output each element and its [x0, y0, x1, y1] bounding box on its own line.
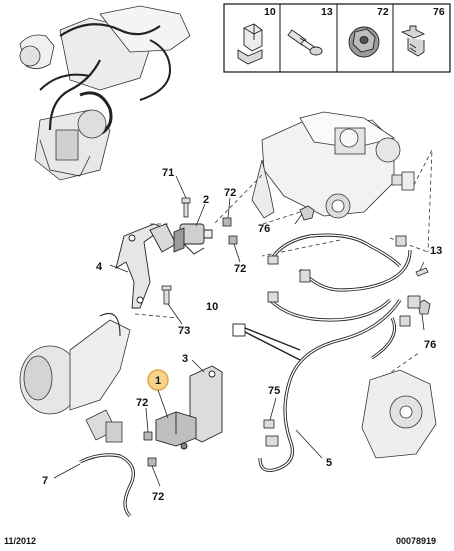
flange-nut-icon: [348, 26, 380, 58]
callout-13: 13: [430, 245, 442, 257]
clip-76-upper: [299, 205, 315, 221]
legend-label-10: 10: [264, 6, 276, 18]
connector-10: [232, 323, 301, 361]
callout-75: 75: [268, 385, 280, 397]
callout-10: 10: [206, 301, 218, 313]
nut-72-upper: [222, 217, 238, 245]
footer-reference: 00078919: [396, 536, 436, 546]
callout-labels: 71 2 72 76 4 72 10 13 73 76 3 1 75 72 5 …: [42, 167, 442, 503]
callout-71: 71: [162, 167, 174, 179]
stud-73: [161, 285, 172, 305]
nut-72-lower: [143, 431, 157, 467]
turbocharger-illustration: [19, 312, 131, 443]
callout-1: 1: [155, 375, 161, 387]
callout-7: 7: [42, 475, 48, 487]
vacuum-actuator-2: [173, 223, 213, 255]
screw-icon: [287, 29, 323, 56]
vacuum-hose-7: [79, 453, 135, 518]
callout-76-b: 76: [424, 339, 436, 351]
callout-3: 3: [182, 353, 188, 365]
callout-72-b: 72: [234, 263, 246, 275]
wiring-harness-5: [258, 233, 412, 472]
callout-72-c: 72: [136, 397, 148, 409]
callout-76-a: 76: [258, 223, 270, 235]
callout-2: 2: [203, 194, 209, 206]
parts-legend: 10 13 72 76: [223, 3, 451, 73]
clip-76-lower: [417, 299, 431, 315]
callout-73: 73: [178, 325, 190, 337]
egr-valve-assembly: [251, 111, 415, 219]
solenoid-valve-1: [155, 411, 197, 450]
callout-leaders: [53, 175, 425, 487]
callout-4: 4: [96, 261, 103, 273]
mounting-bracket: [115, 223, 177, 309]
engine-overview-illustration: [19, 5, 191, 181]
callout-5: 5: [326, 457, 332, 469]
plastic-clip-icon: [400, 25, 426, 57]
footer-date: 11/2012: [4, 536, 36, 546]
harness-connectors: [263, 235, 421, 447]
legend-label-13: 13: [321, 6, 333, 18]
connector-clip-icon: [237, 23, 263, 65]
vacuum-pump-illustration: [361, 369, 437, 459]
screw-13: [415, 267, 429, 277]
screw-71: [181, 197, 191, 218]
legend-label-72: 72: [377, 6, 389, 18]
callout-72-d: 72: [152, 491, 164, 503]
callout-72-a: 72: [224, 187, 236, 199]
legend-label-76: 76: [433, 6, 445, 18]
